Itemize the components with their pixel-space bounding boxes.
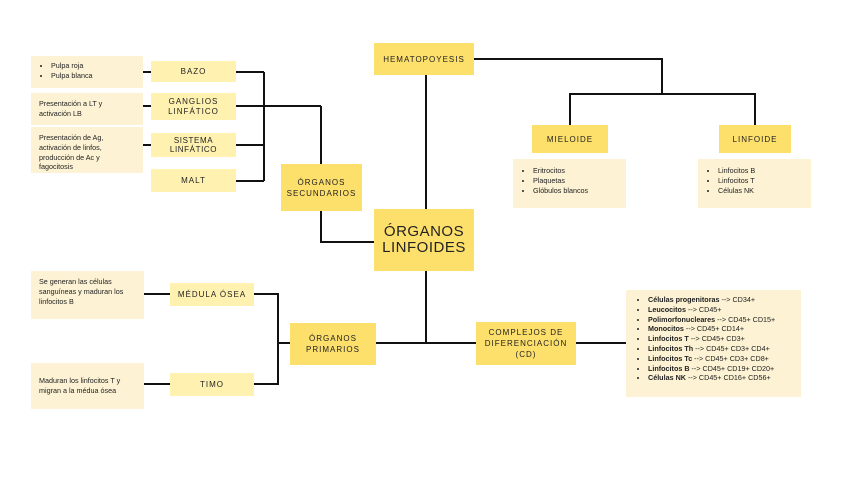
organos-primarios-node: ÓRGANOS PRIMARIOS [290, 323, 376, 365]
list-item: Linfocitos T [718, 176, 805, 186]
cd-item: Linfocitos Tc --> CD45+ CD3+ CD8+ [648, 354, 793, 364]
malt-node: MALT [151, 169, 236, 192]
list-item: Pulpa blanca [51, 71, 137, 81]
list-item: Eritrocitos [533, 166, 620, 176]
complejos-line3: (CD) [515, 350, 537, 359]
note-medula-text: Se generan las células sanguíneas y madu… [39, 277, 124, 306]
cd-item-name: Linfocitos Tc [648, 353, 693, 363]
ganglios-line1: GANGLIOS [168, 96, 219, 106]
complejos-node: COMPLEJOS DE DIFERENCIACIÓN (CD) [476, 322, 576, 365]
medula-label: MÉDULA ÓSEA [177, 290, 247, 299]
note-sistema: Presentación de Ag, activación de linfos… [31, 127, 143, 173]
cd-item-markers: --> CD45+ CD3+ [688, 334, 745, 344]
secundarios-line2: SECUNDARIOS [286, 188, 357, 198]
secundarios-line1: ÓRGANOS [297, 177, 346, 187]
list-item: Linfocitos B [718, 166, 805, 176]
cd-markers-list: Células progenitoras --> CD34+Leucocitos… [626, 290, 801, 397]
cd-item: Células NK --> CD45+ CD16+ CD56+ [648, 373, 793, 383]
sistema-label: SISTEMA LINFÁTICO [169, 136, 218, 154]
note-bazo: Pulpa roja Pulpa blanca [31, 56, 143, 88]
primarios-line2: PRIMARIOS [306, 345, 360, 354]
cd-list: Células progenitoras --> CD34+Leucocitos… [634, 295, 793, 383]
central-node: ÓRGANOS LINFOIDES [374, 209, 474, 271]
cd-item-name: Células progenitoras [648, 295, 720, 304]
cd-item-name: Linfocitos T [648, 334, 689, 344]
line-hema-branch [474, 58, 663, 94]
note-mieloide-list: Eritrocitos Plaquetas Glóbulos blancos [519, 166, 620, 195]
cd-item: Polimorfonucleares --> CD45+ CD15+ [648, 315, 793, 325]
cd-item-markers: --> CD34+ [719, 295, 756, 304]
cd-item-name: Linfocitos Th [648, 343, 694, 353]
note-linfoide-list: Linfocitos B Linfocitos T Células NK [704, 166, 805, 195]
note-medula: Se generan las células sanguíneas y madu… [31, 271, 144, 319]
cd-item-name: Monocitos [648, 324, 684, 334]
list-item: Plaquetas [533, 176, 620, 186]
note-mieloide: Eritrocitos Plaquetas Glóbulos blancos [513, 159, 626, 208]
organos-secundarios-node: ÓRGANOS SECUNDARIOS [281, 164, 362, 211]
complejos-line1: COMPLEJOS DE [488, 328, 564, 337]
cd-item-markers: --> CD45+ CD3+ CD4+ [693, 343, 770, 353]
note-linfoide: Linfocitos B Linfocitos T Células NK [698, 159, 811, 208]
note-bazo-list: Pulpa roja Pulpa blanca [37, 61, 137, 81]
hematopoyesis-label: HEMATOPOYESIS [383, 54, 465, 64]
cd-item-markers: --> CD45+ CD3+ CD8+ [692, 353, 769, 363]
mieloide-node: MIELOIDE [532, 125, 608, 153]
central-node-line2: LINFOIDES [382, 239, 466, 256]
note-ganglios-text: Presentación a LT y activación LB [39, 99, 103, 118]
cd-item-markers: --> CD45+ CD14+ [683, 324, 745, 334]
cd-item-markers: --> CD45+ CD16+ CD56+ [685, 373, 771, 383]
linfoide-label: LINFOIDE [732, 134, 778, 144]
cd-item: Leucocitos --> CD45+ [648, 305, 793, 315]
sistema-linfatico-node: SISTEMA LINFÁTICO [151, 133, 236, 157]
complejos-line2: DIFERENCIACIÓN [484, 339, 568, 348]
primarios-line1: ÓRGANOS [309, 334, 357, 343]
note-sistema-text: Presentación de Ag, activación de linfos… [39, 133, 104, 172]
ganglios-node: GANGLIOS LINFÁTICO [151, 93, 236, 120]
line-branch-split [569, 93, 756, 125]
medula-osea-node: MÉDULA ÓSEA [170, 283, 254, 306]
cd-item: Monocitos --> CD45+ CD14+ [648, 324, 793, 334]
cd-item-name: Linfocitos B [648, 363, 690, 373]
malt-label: MALT [181, 176, 206, 185]
cd-item: Linfocitos Th --> CD45+ CD3+ CD4+ [648, 344, 793, 354]
cd-item: Linfocitos B --> CD45+ CD19+ CD20+ [648, 364, 793, 374]
line-bracket-primarios [254, 293, 279, 385]
bazo-label: BAZO [180, 67, 207, 76]
bazo-node: BAZO [151, 61, 236, 82]
note-timo: Maduran los linfocitos T y migran a la m… [31, 363, 144, 409]
cd-item-markers: --> CD45+ CD19+ CD20+ [689, 363, 775, 373]
list-item: Células NK [718, 186, 805, 196]
ganglios-line2: LINFÁTICO [168, 106, 219, 116]
cd-item-name: Polimorfonucleares [648, 314, 716, 324]
central-node-line1: ÓRGANOS [383, 223, 465, 240]
cd-item-name: Leucocitos [648, 304, 686, 314]
list-item: Glóbulos blancos [533, 186, 620, 196]
timo-label: TIMO [200, 380, 224, 389]
note-ganglios: Presentación a LT y activación LB [31, 93, 143, 125]
hematopoyesis-node: HEMATOPOYESIS [374, 43, 474, 75]
list-item: Pulpa roja [51, 61, 137, 71]
note-timo-text: Maduran los linfocitos T y migran a la m… [39, 376, 121, 395]
cd-item: Linfocitos T --> CD45+ CD3+ [648, 334, 793, 344]
cd-item-name: Células NK [648, 373, 686, 383]
cd-item-markers: --> CD45+ CD15+ [715, 314, 776, 324]
cd-item: Células progenitoras --> CD34+ [648, 295, 793, 305]
linfoide-node: LINFOIDE [719, 125, 791, 153]
mieloide-label: MIELOIDE [546, 134, 594, 144]
timo-node: TIMO [170, 373, 254, 396]
cd-item-markers: --> CD45+ [685, 304, 722, 314]
line-center-secundarios [320, 211, 374, 243]
